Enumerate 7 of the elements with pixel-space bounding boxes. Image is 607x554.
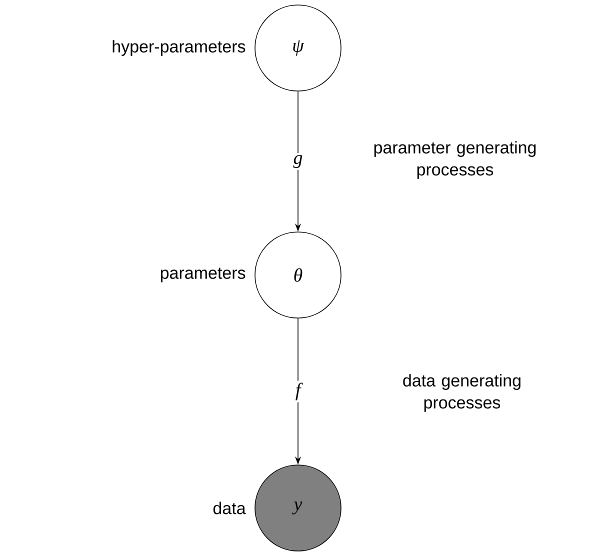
node-label: parameters <box>160 268 246 282</box>
process-note: data generating processes <box>403 374 520 412</box>
process-note: parameter generating processes <box>374 141 536 179</box>
edge-label: f <box>296 382 303 400</box>
node-label: hyper-parameters <box>112 40 246 56</box>
edge-label: g <box>293 155 302 168</box>
node-label: data <box>213 502 246 514</box>
